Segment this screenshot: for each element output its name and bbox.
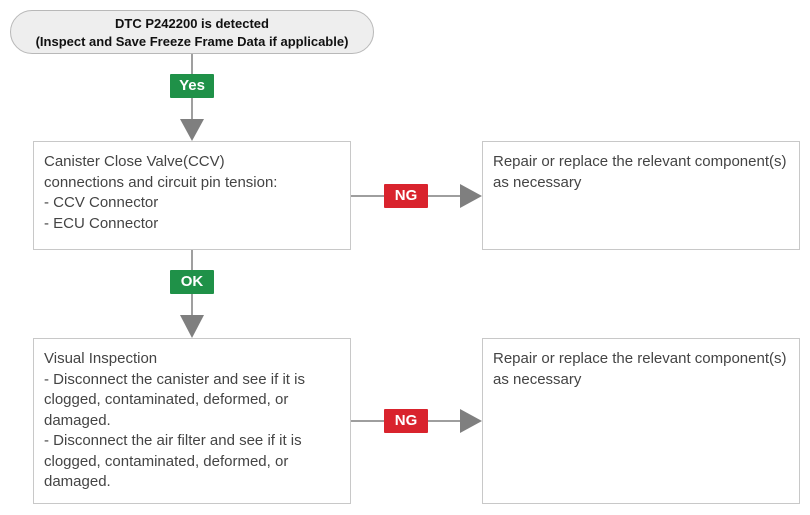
result-repair-box-1: Repair or replace the relevant component… xyxy=(482,141,800,250)
start-node-subtitle: (Inspect and Save Freeze Frame Data if a… xyxy=(35,34,349,49)
result-repair-box-2: Repair or replace the relevant component… xyxy=(482,338,800,504)
start-node-dtc-detected: DTC P242200 is detected (Inspect and Sav… xyxy=(10,10,374,54)
step-ccv-connections-box: Canister Close Valve(CCV) connections an… xyxy=(33,141,351,250)
ok-badge: OK xyxy=(170,270,214,294)
start-node-title: DTC P242200 is detected xyxy=(115,16,269,31)
arrow-down-icon xyxy=(180,119,204,141)
arrow-right-icon xyxy=(460,184,482,208)
yes-badge: Yes xyxy=(170,74,214,98)
step-visual-inspection-box: Visual Inspection - Disconnect the canis… xyxy=(33,338,351,504)
ng-badge-step1: NG xyxy=(384,184,428,208)
arrow-right-icon xyxy=(460,409,482,433)
ng-badge-step2: NG xyxy=(384,409,428,433)
arrow-down-icon xyxy=(180,315,204,338)
